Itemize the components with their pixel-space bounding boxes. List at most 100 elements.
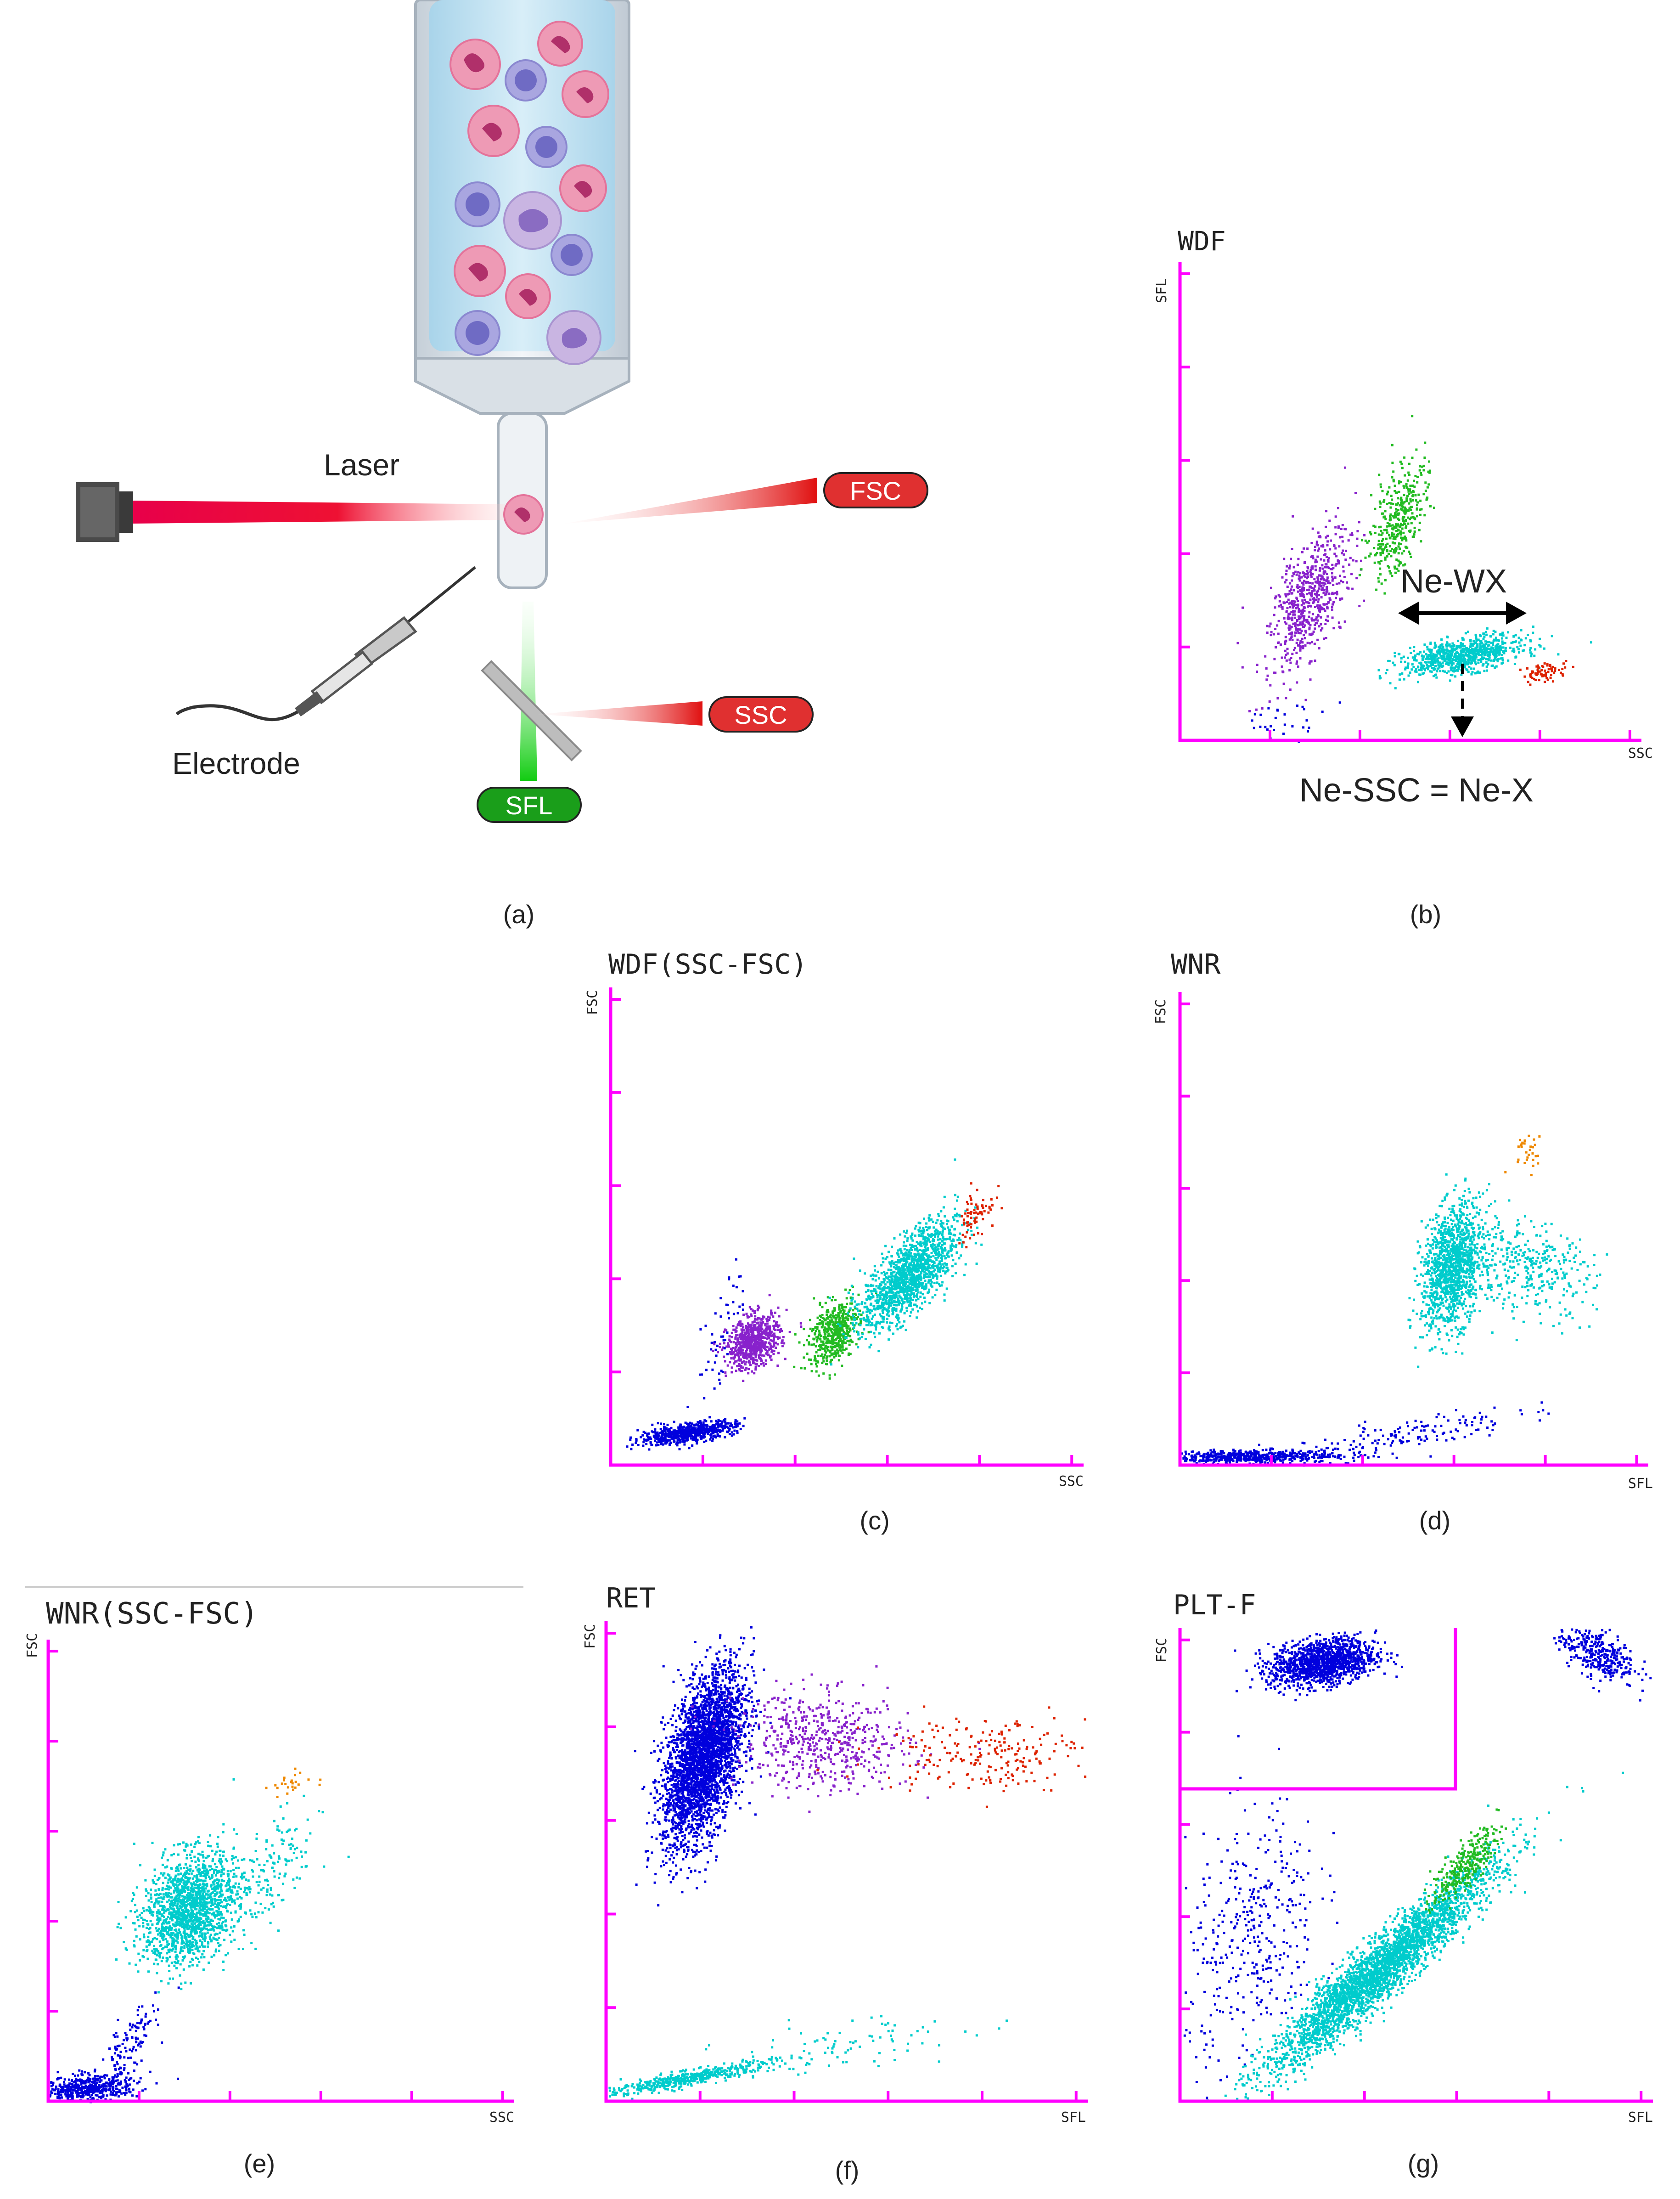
scatter-point <box>1354 492 1357 494</box>
scatter-point <box>1308 616 1310 618</box>
scatter-point <box>965 1263 967 1265</box>
scatter-point <box>1427 483 1430 485</box>
scatter-point <box>636 1429 639 1432</box>
scatter-point <box>1334 526 1337 529</box>
scatter-point <box>1316 596 1318 598</box>
panel-label-c: (c) <box>860 1506 889 1535</box>
scatter-point <box>735 1346 737 1348</box>
scatter-point <box>1492 644 1494 646</box>
scatter-point <box>1401 467 1404 469</box>
scatter-point <box>1419 500 1422 502</box>
scatter-point <box>1411 506 1413 508</box>
scatter-point <box>821 1306 824 1308</box>
scatter-point <box>1414 654 1416 657</box>
scatter-point <box>1316 556 1319 558</box>
scatter-point <box>819 1319 821 1321</box>
scatter-point <box>750 1345 753 1348</box>
scatter-point <box>881 1253 883 1255</box>
scatter-point <box>1412 499 1414 502</box>
scatter-point <box>1426 646 1428 648</box>
scatter-point <box>936 1219 938 1221</box>
scatter-point <box>1534 679 1537 681</box>
scatter-point <box>1391 532 1393 534</box>
scatter-point <box>1303 575 1305 577</box>
scatter-point <box>1492 653 1494 655</box>
scatter-point <box>1550 677 1552 679</box>
scatter-point <box>829 1374 831 1376</box>
scatter-point <box>1394 687 1397 689</box>
scatter-point <box>1273 614 1275 616</box>
scatter-point <box>816 1339 818 1342</box>
scatter-point <box>1448 664 1450 666</box>
scatter-point <box>752 1336 754 1338</box>
scatter-point <box>884 1302 887 1304</box>
scatter-point <box>1408 551 1410 553</box>
scatter-point <box>747 1372 749 1375</box>
scatter-point <box>1316 622 1318 624</box>
scatter-point <box>839 1348 841 1351</box>
scatter-point <box>1344 467 1346 469</box>
scatter-point <box>852 1293 854 1295</box>
scatter-point <box>647 1438 650 1441</box>
scatter-point <box>710 1436 713 1438</box>
scatter-point <box>1322 568 1324 570</box>
scatter-point <box>1413 650 1415 652</box>
scatter-point <box>851 1302 853 1305</box>
scatter-point <box>1256 664 1259 666</box>
scatter-point <box>892 1333 894 1335</box>
scatter-point <box>825 1363 827 1365</box>
scatter-point <box>1384 558 1387 561</box>
scatter-point <box>1421 466 1423 468</box>
scatter-point <box>942 1236 944 1239</box>
scatter-point <box>1339 598 1341 601</box>
scatter-point <box>923 1297 926 1299</box>
scatter-point <box>1399 525 1401 528</box>
scatter-point <box>1332 627 1335 629</box>
scatter-point <box>847 1318 849 1320</box>
scatter-point <box>1308 611 1310 614</box>
scatter-point <box>1332 616 1334 619</box>
scatter-point <box>745 1361 747 1363</box>
scatter-point <box>1335 515 1337 518</box>
scatter-point <box>1421 654 1423 657</box>
scatter-point <box>1547 679 1549 681</box>
scatter-point <box>687 1430 689 1432</box>
scatter-point <box>772 1325 775 1327</box>
scatter-point <box>738 1365 740 1367</box>
scatter-point <box>1299 589 1301 592</box>
scatter-point <box>676 1442 679 1444</box>
scatter-point <box>818 1332 820 1335</box>
scatter-point <box>1293 566 1295 569</box>
scatter-point <box>1442 655 1444 657</box>
scatter-point <box>1485 649 1487 651</box>
scatter-point <box>747 1368 750 1370</box>
scatter-point <box>1433 667 1435 670</box>
scatter-point <box>1519 645 1522 647</box>
scatter-point <box>1523 649 1525 652</box>
scatter-point <box>1432 664 1434 666</box>
scatter-point <box>1332 580 1334 582</box>
scatter-point <box>1323 637 1325 640</box>
scatter-point <box>1324 566 1326 569</box>
scatter-point <box>1352 559 1354 562</box>
scatter-point <box>783 1342 785 1344</box>
scatter-point <box>1331 564 1333 566</box>
scatter-point <box>810 1344 813 1346</box>
scatter-point <box>1302 615 1304 617</box>
scatter-point <box>1489 650 1492 653</box>
scatter-point <box>1389 507 1392 509</box>
scatter-point <box>1404 523 1406 525</box>
scatter-point <box>959 1233 961 1235</box>
scatter-point <box>1341 552 1343 554</box>
scatter-point <box>749 1339 751 1341</box>
scatter-point <box>1454 675 1456 677</box>
scatter-point <box>1299 645 1302 648</box>
scatter-point <box>704 1431 707 1433</box>
scatter-point <box>765 1363 767 1365</box>
scatter-point <box>825 1351 827 1353</box>
scatter-point <box>1314 606 1316 608</box>
scatter-point <box>1344 558 1347 561</box>
scatter-point <box>1394 655 1396 657</box>
scatter-point <box>822 1341 825 1343</box>
scatter-point <box>772 1353 775 1355</box>
